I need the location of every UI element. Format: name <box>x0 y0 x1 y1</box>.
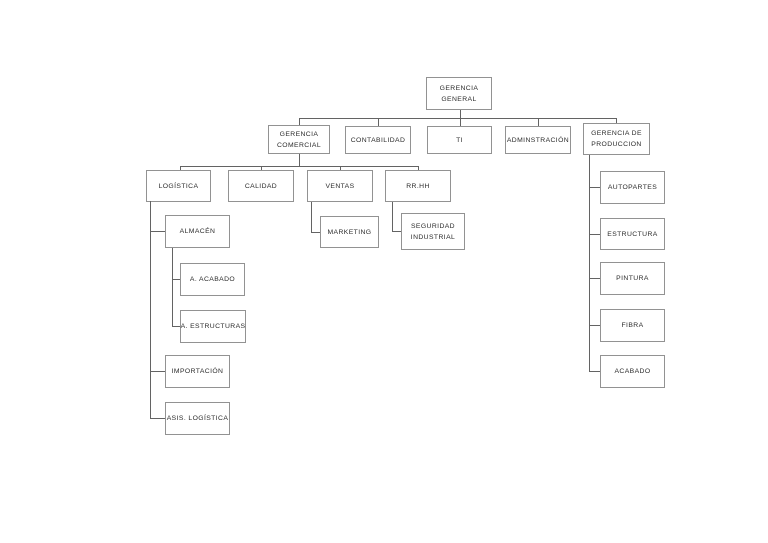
connector-line <box>589 155 590 371</box>
connector-line <box>616 118 617 123</box>
org-node-label: SEGURIDAD <box>410 222 455 230</box>
org-node-label: A. ACABADO <box>189 276 236 283</box>
connector-line <box>172 248 173 326</box>
connector-line <box>180 166 419 167</box>
org-node-label: CALIDAD <box>244 182 278 190</box>
org-node-autopartes: AUTOPARTES <box>600 171 665 204</box>
org-node-label: LOGÍSTICA <box>158 182 199 190</box>
org-node-contabilidad: CONTABILIDAD <box>345 126 411 154</box>
connector-line <box>311 202 312 232</box>
org-node-label: ESTRUCTURA <box>607 230 658 238</box>
org-node-label: VENTAS <box>325 182 355 190</box>
org-node-gerencia-de-produccion: GERENCIA DE PRODUCCION <box>583 123 650 155</box>
connector-line <box>180 166 181 170</box>
org-node-ventas: VENTAS <box>307 170 373 202</box>
org-node-label: FIBRA <box>621 322 644 329</box>
org-node-label: A. ESTRUCTURAS <box>180 323 246 330</box>
connector-line <box>418 166 419 170</box>
org-node-label: ACABADO <box>614 368 651 375</box>
org-node-asis-logistica: ASIS. LOGÍSTICA <box>165 402 230 435</box>
org-node-seguridad-industrial: SEGURIDAD INDUSTRIAL <box>401 213 465 250</box>
org-node-label: ALMACÉN <box>179 228 216 235</box>
connector-line <box>299 118 300 125</box>
connector-line <box>460 110 461 118</box>
connector-line <box>150 418 165 419</box>
org-node-a-estructuras: A. ESTRUCTURAS <box>180 310 246 343</box>
connector-line <box>589 371 600 372</box>
connector-line <box>150 231 165 232</box>
connector-line <box>589 187 600 188</box>
org-node-label: GERENCIA <box>439 84 479 92</box>
org-node-gerencia-general: GERENCIA GENERAL <box>426 77 492 110</box>
org-node-estructura: ESTRUCTURA <box>600 218 665 250</box>
org-node-label: IMPORTACIÓN <box>171 368 224 375</box>
org-node-label: GERENCIA <box>279 130 319 138</box>
org-node-label: AUTOPARTES <box>607 184 658 191</box>
connector-line <box>299 154 300 166</box>
connector-line <box>392 202 393 231</box>
connector-line <box>340 166 341 170</box>
connector-line <box>172 326 180 327</box>
connector-line <box>589 325 600 326</box>
connector-line <box>172 279 180 280</box>
connector-line <box>589 278 600 279</box>
org-node-label: PRODUCCION <box>591 141 642 148</box>
org-node-label: PINTURA <box>616 275 649 282</box>
connector-line <box>299 118 617 119</box>
org-node-label: GENERAL <box>441 95 477 103</box>
org-node-adminstracion: ADMINSTRACIÓN <box>505 126 571 154</box>
connector-line <box>538 118 539 126</box>
org-node-importacion: IMPORTACIÓN <box>165 355 230 388</box>
org-node-label: ADMINSTRACIÓN <box>506 136 570 144</box>
org-node-marketing: MARKETING <box>320 216 379 248</box>
connector-line <box>311 232 320 233</box>
org-node-rr-hh: RR.HH <box>385 170 451 202</box>
org-node-label: INDUSTRIAL <box>410 233 456 241</box>
connector-line <box>392 231 401 232</box>
org-node-label: ASIS. LOGÍSTICA <box>166 415 229 422</box>
org-node-label: RR.HH <box>406 182 430 190</box>
connector-line <box>460 118 461 126</box>
org-node-pintura: PINTURA <box>600 262 665 295</box>
connector-line <box>589 234 600 235</box>
org-node-fibra: FIBRA <box>600 309 665 342</box>
org-node-label: TI <box>456 136 463 144</box>
connector-line <box>150 371 165 372</box>
org-node-label: COMERCIAL <box>276 141 321 149</box>
org-node-label: GERENCIA DE <box>591 130 642 137</box>
org-node-gerencia-comercial: GERENCIA COMERCIAL <box>268 125 330 154</box>
org-node-label: MARKETING <box>327 228 372 236</box>
connector-line <box>378 118 379 126</box>
org-node-acabado: ACABADO <box>600 355 665 388</box>
org-node-label: CONTABILIDAD <box>350 136 406 144</box>
org-node-a-acabado: A. ACABADO <box>180 263 245 296</box>
org-node-ti: TI <box>427 126 492 154</box>
connector-line <box>150 201 151 418</box>
org-node-logistica: LOGÍSTICA <box>146 170 211 202</box>
org-node-calidad: CALIDAD <box>228 170 294 202</box>
org-node-almacen: ALMACÉN <box>165 215 230 248</box>
connector-line <box>261 166 262 170</box>
